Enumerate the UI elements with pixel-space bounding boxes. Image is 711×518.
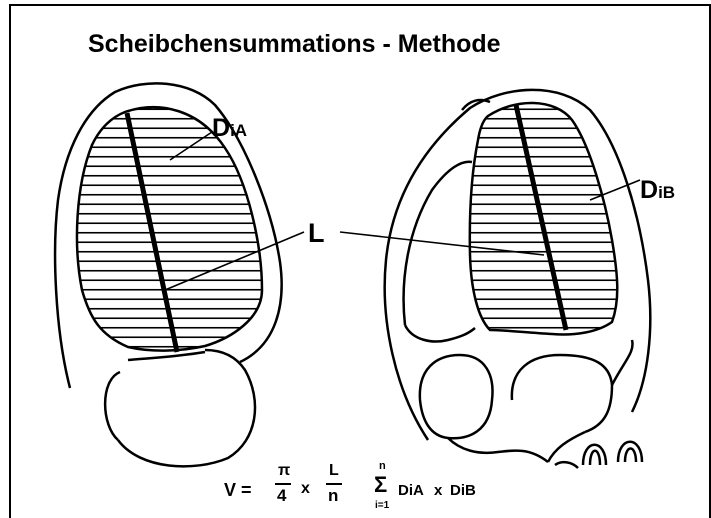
formula-term-dia: DiA [398,482,424,499]
formula-sum-lower: i=1 [375,500,389,511]
formula-times-2: x [434,482,442,499]
formula-term-dib: DiB [450,482,476,499]
formula-n: n [328,486,338,506]
label-dia: DiA [212,114,247,143]
formula-sum-upper: n [379,460,386,472]
formula-pi: π [278,462,290,480]
formula-sigma: Σ [374,472,387,498]
formula-L: L [329,462,339,480]
label-dib: DiB [640,176,675,205]
formula-times-1: x [301,480,310,498]
fraction-bar-pi [275,483,291,485]
formula-four: 4 [277,486,286,506]
formula-lhs: V = [224,480,252,501]
fraction-bar-L [326,483,342,485]
valve-leaflets [555,442,642,468]
label-length: L [308,218,325,249]
